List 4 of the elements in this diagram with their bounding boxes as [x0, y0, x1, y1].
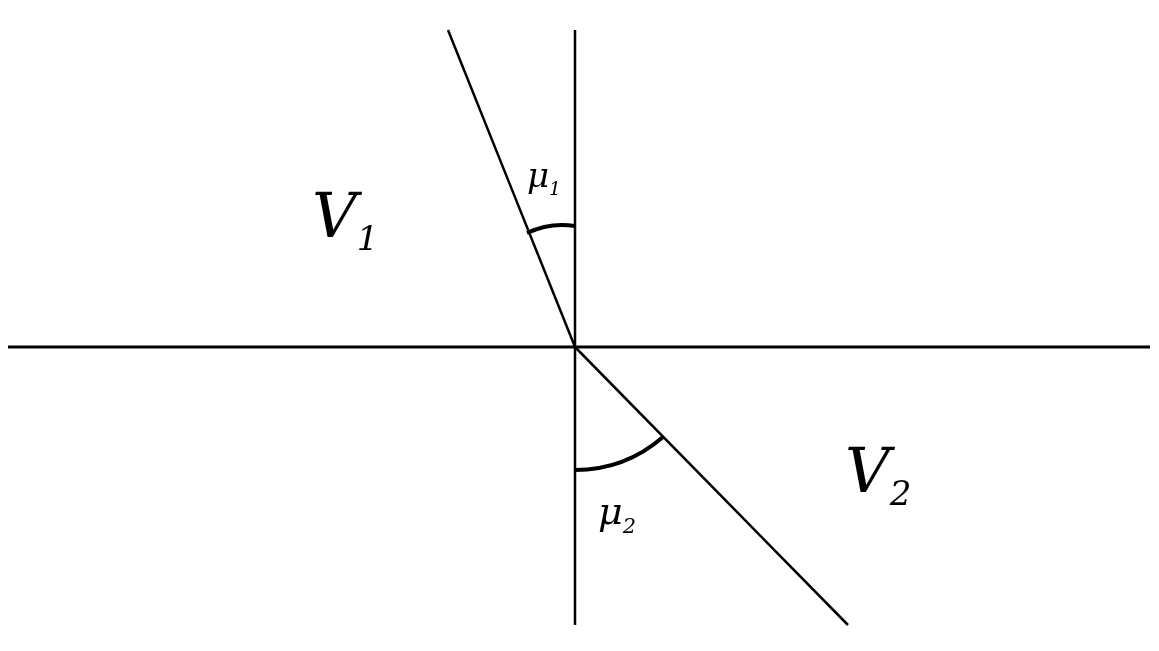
medium-label: V$_{2}$ [845, 440, 912, 511]
angle-label: μ$_{1}$ [527, 158, 561, 199]
angle-label: μ$_{2}$ [598, 492, 636, 537]
medium-label: V$_{1}$ [312, 185, 379, 256]
